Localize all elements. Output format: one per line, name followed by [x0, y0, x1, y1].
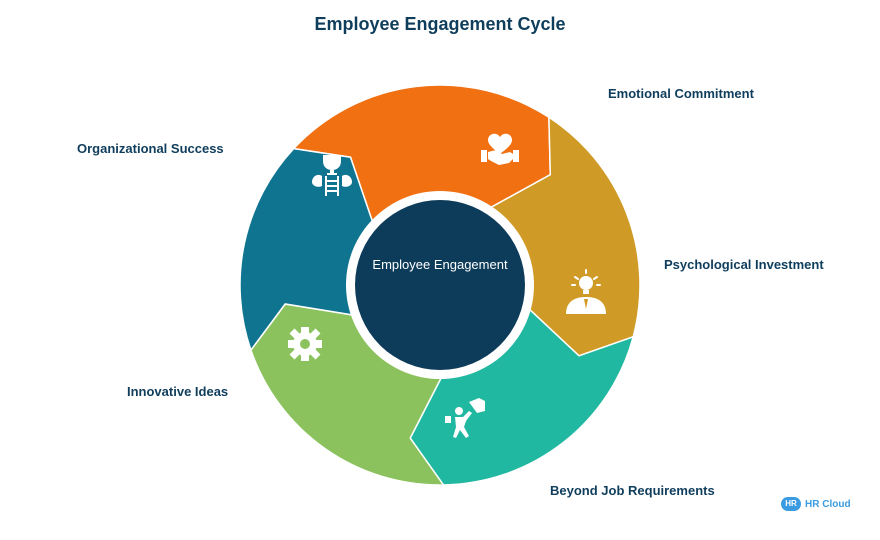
segment-label-innovative-ideas: Innovative Ideas: [127, 384, 229, 399]
segment-label-emotional-commitment: Emotional Commitment: [608, 86, 754, 101]
trophy-ladder-icon: [312, 155, 352, 196]
segment-label-organizational-success: Organizational Success: [77, 141, 224, 156]
brand-badge-icon: HR: [781, 497, 801, 511]
gear-icon: [288, 327, 322, 361]
brand-name: HR Cloud: [805, 498, 851, 510]
heart-handshake-icon: [481, 133, 519, 165]
lightbulb-person-icon: [566, 269, 606, 314]
wheel-segments: [239, 84, 641, 486]
brand-logo: HR HR Cloud: [781, 497, 851, 511]
segment-label-psychological-investment: Psychological Investment: [664, 257, 824, 272]
segment-label-beyond-job-requirements: Beyond Job Requirements: [550, 483, 715, 498]
diagram-title: Employee Engagement Cycle: [314, 14, 566, 34]
center-disc: [355, 200, 525, 370]
person-climbing-icon: [445, 398, 485, 438]
center-label: Employee Engagement: [372, 257, 508, 272]
